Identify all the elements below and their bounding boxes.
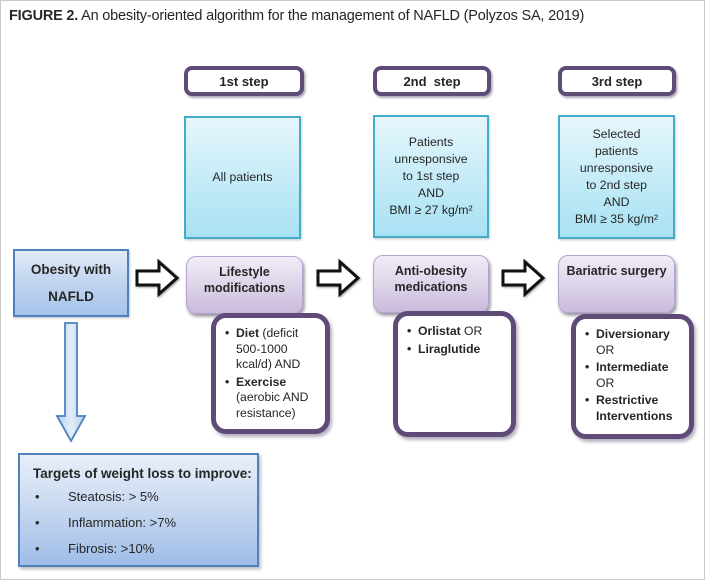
details-list: Diversionary OR Intermediate OR Restrict… <box>585 327 684 425</box>
target-item: Inflammation: >7% <box>20 515 257 530</box>
target-item: Fibrosis: >10% <box>20 541 257 556</box>
details-list: Diet (deficit 500-1000 kcal/d) AND Exerc… <box>225 326 320 422</box>
detail-term: Diversionary <box>596 327 670 341</box>
figure-title-text: An obesity-oriented algorithm for the ma… <box>78 8 585 24</box>
step-header-3: 3rd step <box>558 66 676 96</box>
list-item: Intermediate OR <box>585 360 684 391</box>
list-item: Exercise (aerobic AND resistance) <box>225 375 320 422</box>
action-box-3: Bariatric surgery <box>558 255 675 313</box>
detail-rest: OR <box>460 324 483 338</box>
details-list: Orlistat OR Liraglutide <box>407 324 506 357</box>
list-item: Orlistat OR <box>407 324 506 340</box>
detail-term: Restrictive Interventions <box>596 393 673 424</box>
list-item: Restrictive Interventions <box>585 393 684 424</box>
step-header-1: 1st step <box>184 66 304 96</box>
list-item: Liraglutide <box>407 342 506 358</box>
detail-rest: (aerobic AND resistance) <box>236 390 309 421</box>
detail-rest: (deficit 500-1000 kcal/d) AND <box>236 326 301 372</box>
target-item: Steatosis: > 5% <box>20 489 257 504</box>
targets-box: Targets of weight loss to improve: Steat… <box>18 453 259 567</box>
figure-title-label: FIGURE 2. <box>9 8 79 24</box>
right-arrow-icon <box>501 258 546 298</box>
detail-term: Liraglutide <box>418 341 481 356</box>
right-arrow-icon <box>135 258 180 298</box>
details-box-3: Diversionary OR Intermediate OR Restrict… <box>571 314 694 439</box>
list-item: Diet (deficit 500-1000 kcal/d) AND <box>225 326 320 373</box>
detail-rest: OR <box>596 342 615 357</box>
step-header-2: 2nd step <box>373 66 491 96</box>
detail-term: Intermediate <box>596 360 669 375</box>
detail-term: Diet <box>236 326 260 340</box>
detail-term: Orlistat <box>418 324 461 338</box>
population-box-2: Patients unresponsive to 1st step AND BM… <box>373 115 489 238</box>
figure-title: FIGURE 2. An obesity-oriented algorithm … <box>9 8 699 24</box>
detail-term: Exercise <box>236 374 287 389</box>
targets-list: Steatosis: > 5% Inflammation: >7% Fibros… <box>20 489 257 567</box>
population-box-3: Selected patients unresponsive to 2nd st… <box>558 115 675 239</box>
population-box-1: All patients <box>184 116 301 239</box>
detail-rest: OR <box>596 375 615 390</box>
details-box-1: Diet (deficit 500-1000 kcal/d) AND Exerc… <box>211 313 330 434</box>
action-box-2: Anti-obesity medications <box>373 255 489 313</box>
targets-title: Targets of weight loss to improve: <box>33 466 252 481</box>
list-item: Diversionary OR <box>585 327 684 358</box>
details-box-2: Orlistat OR Liraglutide <box>393 311 516 437</box>
obesity-source-box: Obesity with NAFLD <box>13 249 129 317</box>
right-arrow-icon <box>316 258 361 298</box>
down-arrow-icon <box>55 322 87 443</box>
action-box-1: Lifestyle modifications <box>186 256 303 314</box>
